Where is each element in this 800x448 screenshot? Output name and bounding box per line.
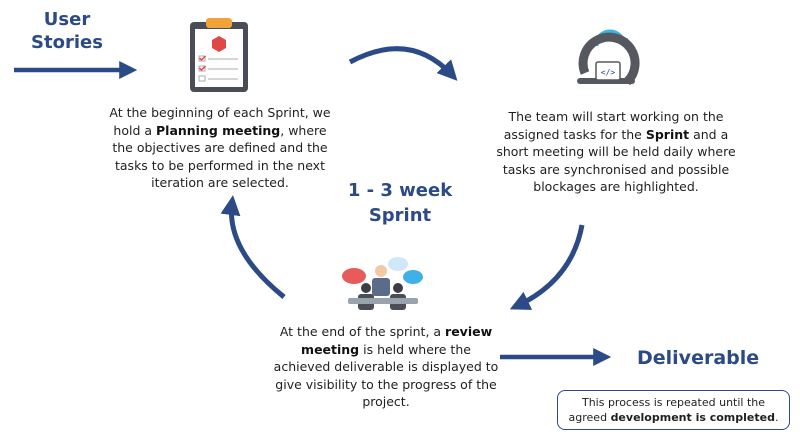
sprint-cycle-icon: </> [577,29,640,86]
planning-to-daily-arrow [348,46,458,81]
deliverable-label: Deliverable [637,347,760,369]
repeat-process-note: This process is repeated until the agree… [557,390,790,430]
daily-meeting-description: The team will start working on the assig… [496,109,736,194]
review-meeting-description: At the end of the sprint, a review meeti… [273,324,499,409]
sprint-term: Sprint [645,126,690,142]
svg-text:</>: </> [601,68,616,77]
planning-meeting-description: At the beginning of each Sprint, we hold… [109,105,331,190]
daily-to-review-arrow [509,224,585,310]
planning-meeting-term: Planning meeting [156,122,281,138]
development-completed-term: development is completed [610,411,775,424]
user-stories-label: User Stories [31,9,103,53]
review-meeting-term: review meeting [301,324,493,357]
review-to-planning-arrow [220,195,286,299]
sprint-duration-label: 1 - 3 week Sprint [347,180,453,226]
meeting-people-icon [342,257,423,310]
clipboard-checklist-icon [190,18,248,92]
